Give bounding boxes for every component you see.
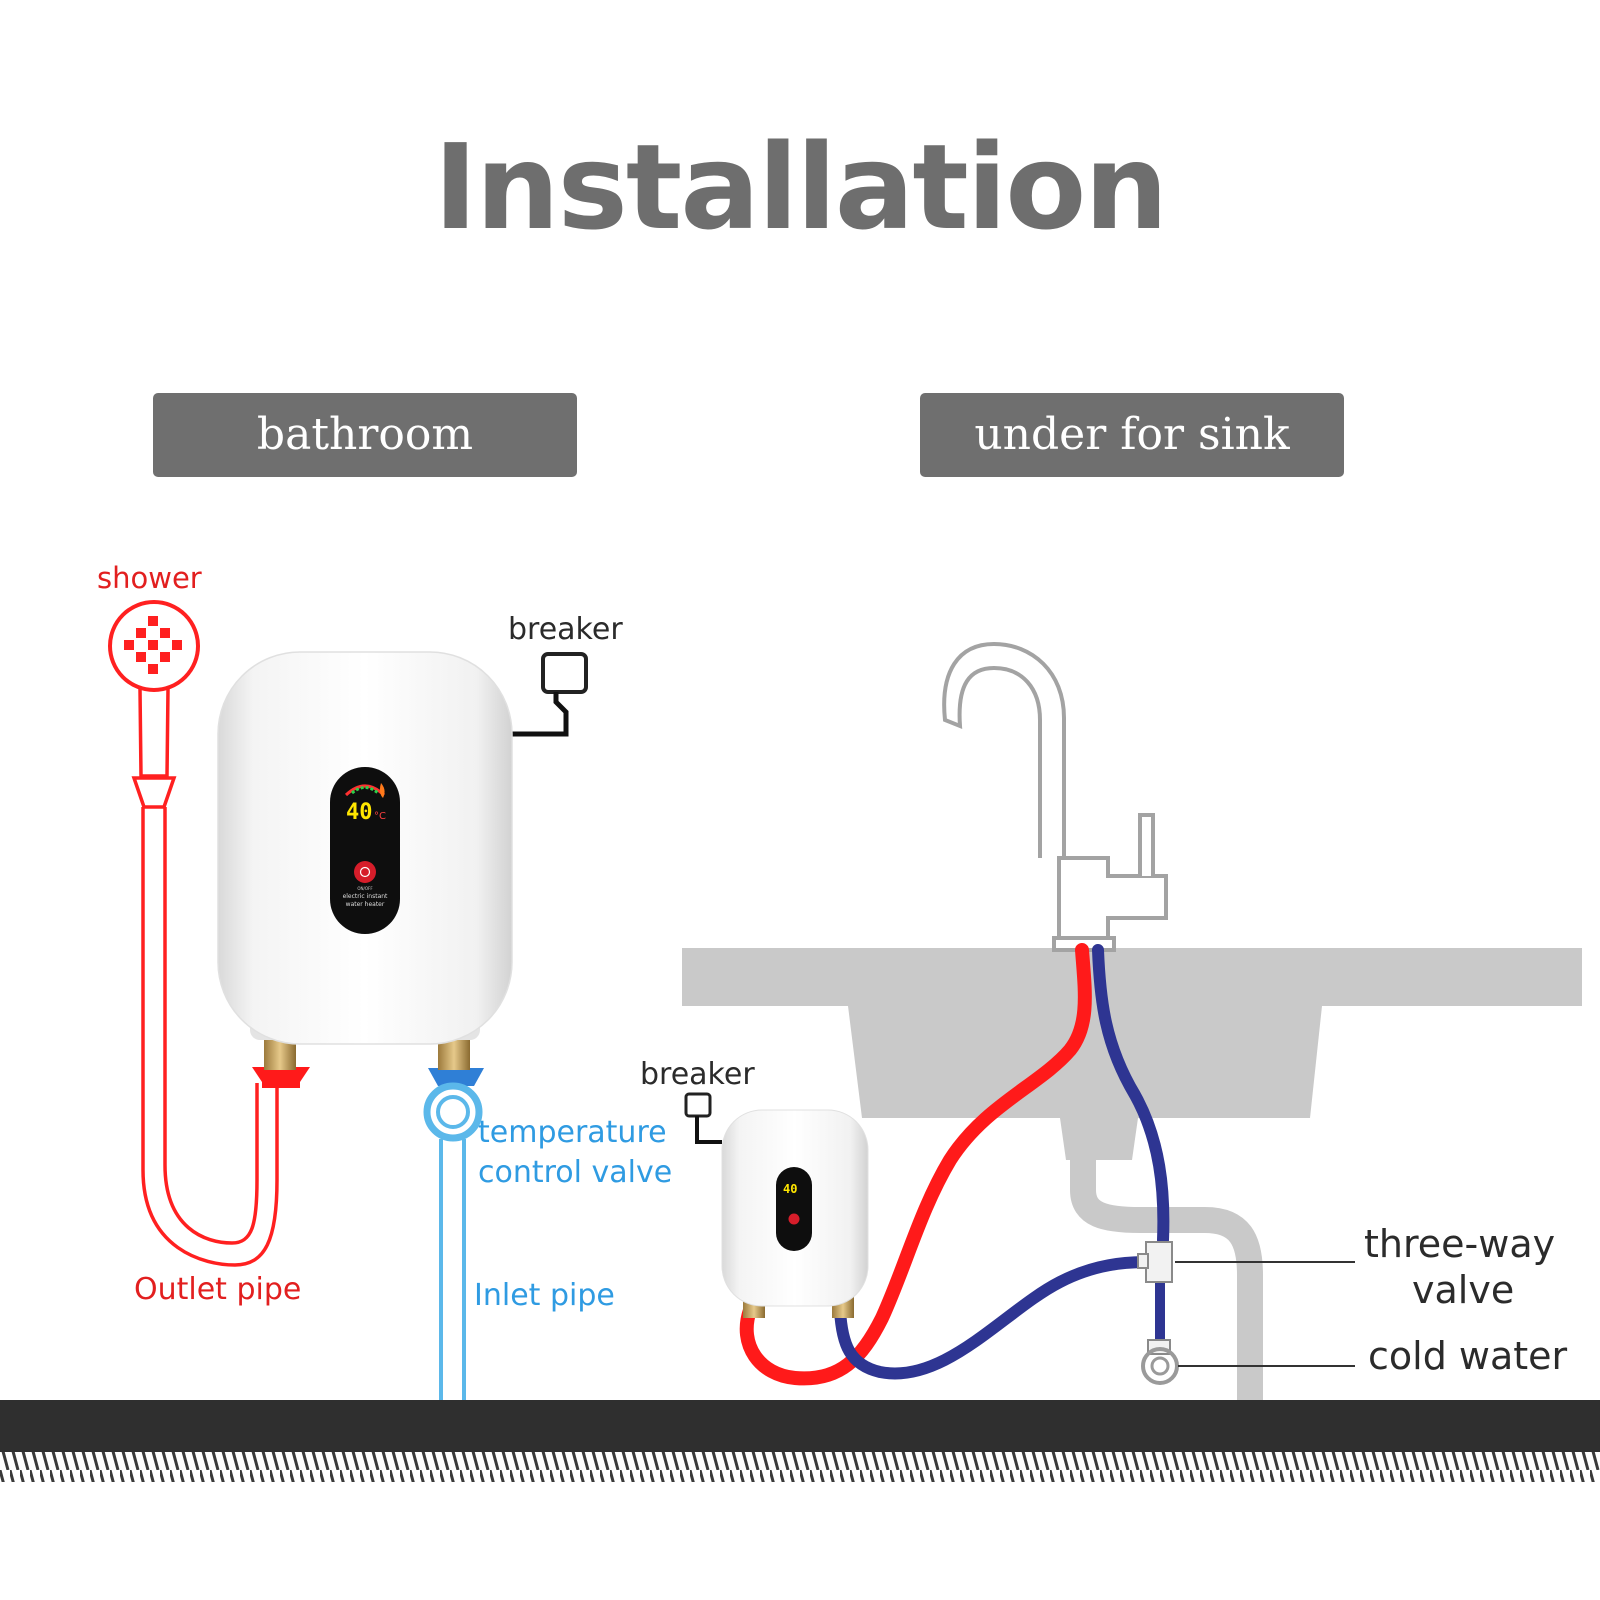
sink-basin <box>848 1006 1322 1118</box>
outlet-connector <box>252 1067 310 1088</box>
label-shower: shower <box>97 561 202 595</box>
heater-temperature-unit: °C <box>374 811 386 822</box>
faucet <box>942 641 1168 952</box>
power-button-label: ON/OFF <box>357 886 373 891</box>
sink-heater-temperature-display: 40 <box>783 1182 797 1196</box>
countertop <box>682 948 1582 1006</box>
floor-hatching <box>0 1452 1600 1482</box>
label-outlet-pipe: Outlet pipe <box>134 1272 302 1307</box>
label-temperature-control-valve-line2: control valve <box>478 1155 673 1190</box>
page-title: Installation <box>433 118 1169 256</box>
outlet-pipe <box>141 807 279 1267</box>
breaker-box-bathroom <box>505 652 588 737</box>
sink-hot-pipe <box>739 943 1092 1386</box>
label-three-way-valve-line2: valve <box>1412 1268 1515 1312</box>
drain-trap <box>1070 1160 1263 1400</box>
sink-cold-faucet-pipe <box>1092 944 1170 1246</box>
section-tab-under-sink: under for sink <box>920 393 1344 477</box>
three-way-valve <box>1137 1241 1173 1283</box>
label-breaker-sink: breaker <box>640 1057 755 1092</box>
section-tab-bathroom: bathroom <box>153 393 577 477</box>
heater-temperature-display: 40 <box>346 800 373 825</box>
power-button <box>354 861 376 883</box>
label-breaker-bathroom: breaker <box>508 612 623 647</box>
cold-water-valve <box>1141 1339 1179 1385</box>
water-heater-sink: 40 <box>721 1109 869 1318</box>
sink-cold-supply-pipe <box>834 1256 1156 1380</box>
floor-bar <box>0 1400 1600 1452</box>
heater-caption-line2: water heater <box>346 901 385 908</box>
water-heater-bathroom: 40 °C ON/OFF electric instant water heat… <box>217 651 513 1045</box>
inlet-pipe <box>439 1139 466 1400</box>
label-inlet-pipe: Inlet pipe <box>474 1278 615 1313</box>
label-temperature-control-valve-line1: temperature <box>478 1115 667 1150</box>
shower-head <box>108 600 200 809</box>
label-three-way-valve-line1: three-way <box>1364 1222 1556 1266</box>
label-cold-water: cold water <box>1368 1334 1568 1378</box>
heater-caption-line1: electric instant <box>343 893 388 900</box>
sink-drain <box>1060 1118 1138 1160</box>
breaker-box-sink <box>684 1092 722 1144</box>
temperature-control-valve <box>423 1068 484 1142</box>
